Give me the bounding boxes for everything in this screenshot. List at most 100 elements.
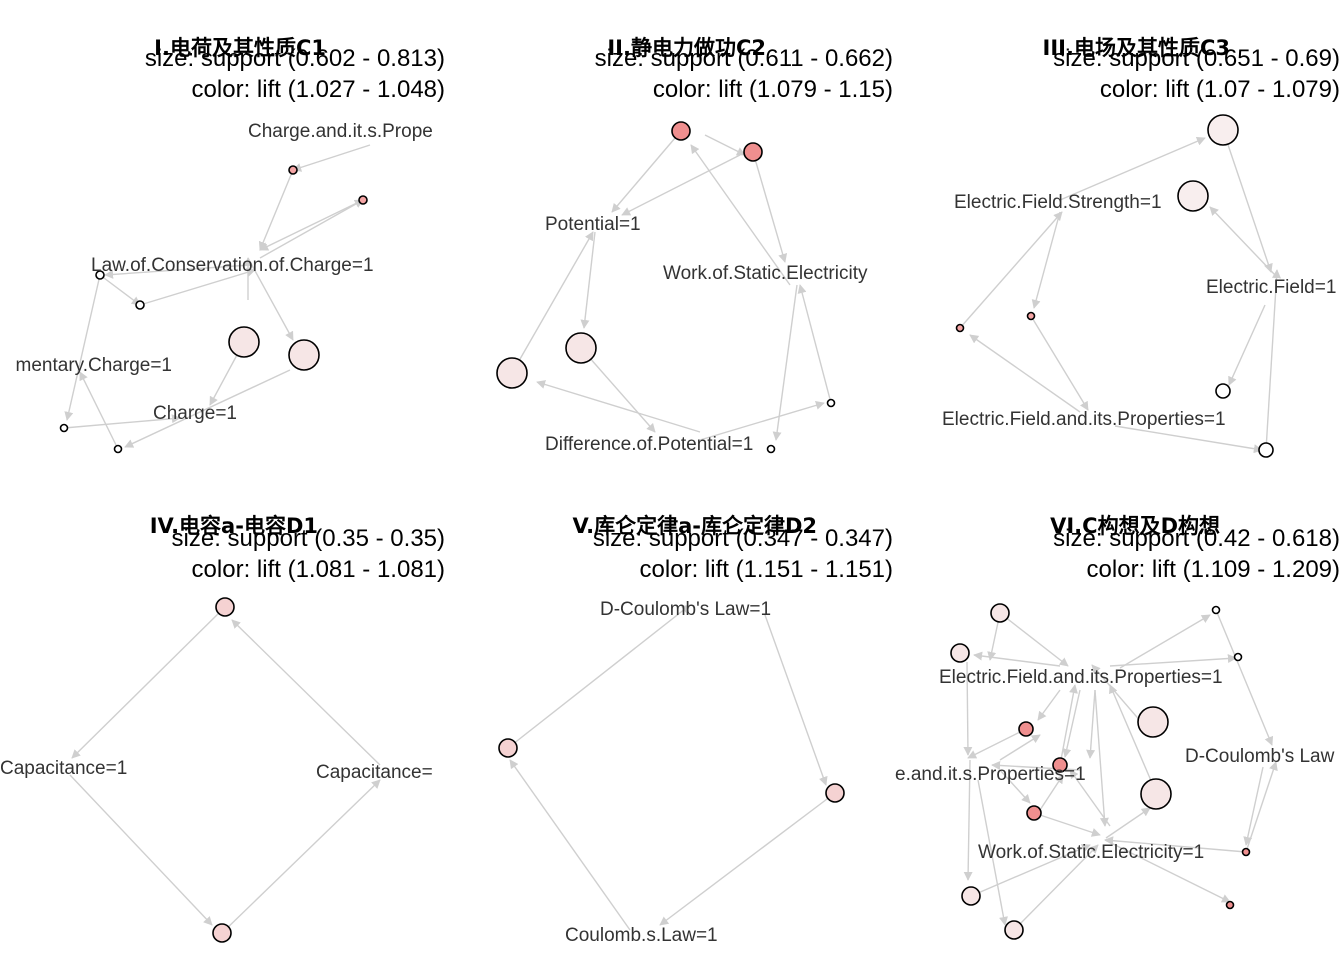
rule-node — [113, 444, 123, 454]
item-label: Charge=1 — [153, 403, 237, 424]
rule-node — [212, 923, 232, 943]
item-label: D-Coulomb's Law — [1185, 746, 1335, 767]
edge — [764, 614, 828, 786]
rule-node — [1241, 847, 1251, 857]
panel-title: III.电场及其性质C3 — [1043, 36, 1230, 60]
rule-node — [1052, 757, 1068, 773]
edge — [1031, 211, 1061, 309]
item-label: Capacitance=1 — [0, 758, 127, 779]
rule-node — [1177, 180, 1209, 212]
size-legend: size: support (0.35 - 0.35) — [172, 525, 445, 552]
rule-node — [826, 398, 836, 408]
item-label: Difference.of.Potential=1 — [545, 434, 753, 455]
rule-node — [215, 597, 235, 617]
color-legend: color: lift (1.027 - 1.048) — [192, 76, 445, 103]
edge — [1209, 206, 1276, 276]
item-label: Electric.Field=1 — [1206, 277, 1336, 298]
size-legend: size: support (0.651 - 0.69) — [1053, 45, 1340, 72]
item-label: Work.of.Static.Electricity=1 — [978, 842, 1204, 863]
panel-title: VI.C构想及D构想 — [1050, 514, 1220, 538]
rule-node — [671, 121, 691, 141]
edge — [507, 604, 691, 749]
edge — [1094, 689, 1109, 827]
edge — [970, 844, 1091, 897]
edge — [1062, 689, 1081, 758]
edge — [772, 284, 798, 441]
rule-node — [1018, 721, 1034, 737]
color-legend: color: lift (1.081 - 1.081) — [192, 556, 445, 583]
edge — [292, 144, 371, 172]
color-legend: color: lift (1.151 - 1.151) — [640, 556, 893, 583]
edge — [967, 728, 1027, 759]
rule-node — [961, 886, 981, 906]
edge — [659, 792, 836, 926]
rule-node — [1026, 805, 1042, 821]
size-legend: size: support (0.42 - 0.618) — [1053, 525, 1340, 552]
size-legend: size: support (0.347 - 0.347) — [593, 525, 893, 552]
edge — [690, 144, 791, 286]
edge — [1104, 839, 1231, 903]
edge — [973, 651, 1061, 667]
color-legend: color: lift (1.07 - 1.079) — [1100, 76, 1340, 103]
edge — [1104, 836, 1247, 853]
rule-node — [565, 332, 597, 364]
rule-node — [1215, 383, 1231, 399]
rule-node — [228, 326, 260, 358]
rule-node — [288, 339, 320, 371]
rule-node — [825, 783, 845, 803]
edge — [1039, 774, 1064, 811]
rule-node — [743, 142, 763, 162]
edge — [1114, 425, 1263, 454]
rule-node — [1026, 311, 1036, 321]
edge — [221, 779, 381, 934]
item-label: Work.of.Static.Electricity — [663, 263, 868, 284]
edge — [999, 612, 1069, 667]
edge — [139, 268, 256, 306]
color-legend: color: lift (1.079 - 1.15) — [653, 76, 893, 103]
edge — [259, 199, 364, 259]
item-label: Law.of.Conservation.of.Charge=1 — [91, 255, 374, 276]
rule-node — [496, 357, 528, 389]
edge — [71, 606, 226, 759]
edge — [1265, 269, 1281, 451]
rule-node — [990, 603, 1010, 623]
rule-node — [135, 300, 145, 310]
edge — [124, 369, 291, 448]
rule-node — [358, 195, 368, 205]
edge — [1013, 844, 1099, 931]
edge — [79, 371, 119, 450]
edge — [1228, 304, 1266, 386]
edge — [99, 274, 141, 306]
item-label: Electric.Field.and.its.Properties=1 — [942, 409, 1226, 430]
item-label: Charge.and.it.s.Prope — [248, 121, 433, 142]
rule-node — [288, 165, 298, 175]
item-label: e.and.it.s.Properties=1 — [895, 764, 1086, 785]
edge — [977, 779, 1008, 926]
edge — [1109, 684, 1156, 791]
edge — [621, 154, 741, 216]
edge — [1086, 689, 1096, 759]
edge — [1243, 766, 1264, 846]
edge — [1033, 812, 1101, 837]
rule-node — [1207, 114, 1239, 146]
edge — [963, 661, 973, 756]
edge — [1222, 129, 1273, 273]
item-label: Potential=1 — [545, 214, 641, 235]
edge — [64, 274, 101, 421]
panel-title: II.静电力做功C2 — [607, 36, 766, 60]
color-legend: color: lift (1.109 - 1.209) — [1087, 556, 1340, 583]
edge — [580, 231, 596, 329]
panel-title: I.电荷及其性质C1 — [154, 36, 326, 60]
edge — [231, 619, 381, 766]
edge — [699, 401, 825, 441]
rule-node — [95, 270, 105, 280]
edge — [63, 414, 181, 429]
item-label: Electric.Field.and.its.Properties=1 — [939, 667, 1223, 688]
edge — [797, 284, 832, 404]
edge — [1069, 769, 1111, 827]
edge — [509, 759, 631, 931]
edge — [258, 169, 294, 251]
item-label: Coulomb.s.Law=1 — [565, 925, 718, 946]
edge — [959, 211, 1063, 329]
